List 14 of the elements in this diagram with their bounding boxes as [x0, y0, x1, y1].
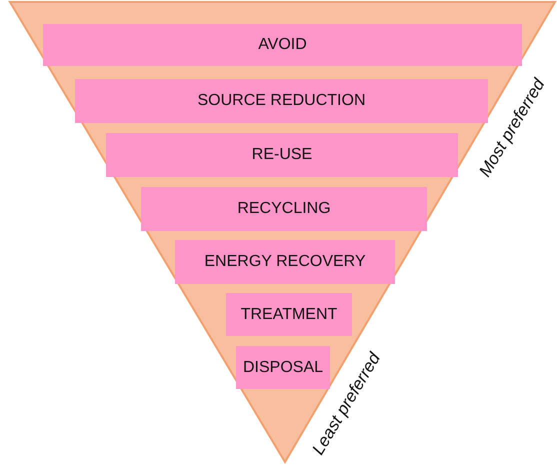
- level-label: RE-USE: [252, 146, 312, 164]
- hierarchy-level-bar: [175, 240, 395, 284]
- level-label: ENERGY RECOVERY: [204, 253, 366, 271]
- hierarchy-level-bar: [226, 293, 352, 336]
- hierarchy-level-bar: [106, 133, 458, 177]
- level-label: TREATMENT: [240, 306, 338, 324]
- hierarchy-level-bar: [75, 79, 488, 123]
- level-label: AVOID: [258, 36, 307, 54]
- hierarchy-level-bar: [141, 187, 427, 231]
- hierarchy-level-bar: [236, 346, 330, 389]
- level-label: SOURCE REDUCTION: [197, 92, 366, 110]
- hierarchy-level-bar: [43, 24, 522, 66]
- level-label: DISPOSAL: [242, 358, 324, 376]
- level-label: RECYCLING: [237, 200, 331, 218]
